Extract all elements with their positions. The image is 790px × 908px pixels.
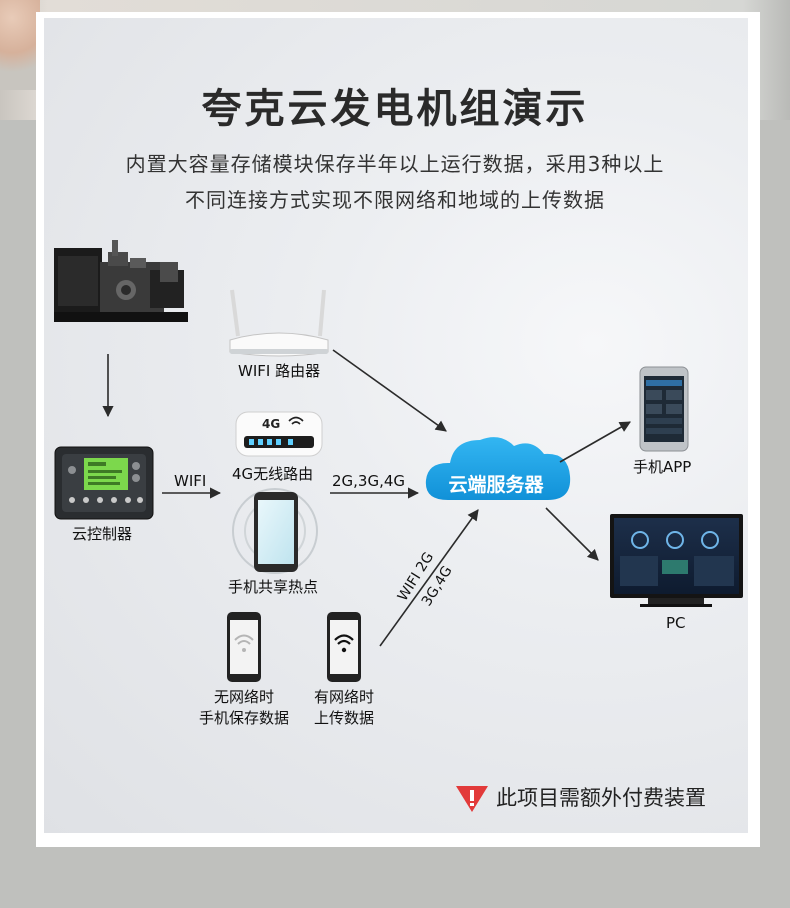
hotspot-phone-image xyxy=(232,488,318,574)
label-with-network-2: 上传数据 xyxy=(313,709,374,727)
mobile-app-phone-image xyxy=(639,366,689,452)
router-4g-badge: 4G xyxy=(262,417,280,431)
background-hand xyxy=(0,0,40,90)
notice: 此项目需额外付费装置 xyxy=(456,780,706,814)
controller-image xyxy=(54,446,154,520)
label-with-network-1: 有网络时 xyxy=(313,688,374,706)
wifi-router-image xyxy=(229,289,329,357)
edge-label-wifi: WIFI xyxy=(174,472,207,490)
page-title: 夸克云发电机组演示 xyxy=(201,86,589,132)
arrow-phone-to-cloud xyxy=(379,509,479,647)
label-no-network-2: 手机保存数据 xyxy=(198,709,289,727)
warning-icon xyxy=(456,786,488,812)
cloud-server-shape xyxy=(425,437,571,500)
label-pc: PC xyxy=(666,614,686,632)
with-network-phone-image xyxy=(327,612,361,682)
label-cloud-server: 云端服务器 xyxy=(448,474,544,496)
label-router-4g: 4G无线路由 xyxy=(232,465,314,483)
label-hotspot: 手机共享热点 xyxy=(228,578,319,596)
notice-icon-spacer xyxy=(456,780,490,814)
generator-image xyxy=(54,240,188,322)
label-mobile-app: 手机APP xyxy=(633,458,692,476)
label-wifi-router: WIFI 路由器 xyxy=(238,362,321,380)
notice-text: 此项目需额外付费装置 xyxy=(496,786,706,810)
label-controller: 云控制器 xyxy=(72,525,133,543)
arrow-cloud-to-pc xyxy=(545,507,599,561)
edge-label-cellular: 2G,3G,4G xyxy=(332,472,406,490)
arrow-cloud-to-app xyxy=(559,421,631,463)
label-no-network-1: 无网络时 xyxy=(213,688,274,706)
subtitle-line-2: 不同连接方式实现不限网络和地域的上传数据 xyxy=(185,188,605,212)
arrow-router-to-cloud xyxy=(332,349,447,432)
pc-monitor-image xyxy=(610,514,743,607)
subtitle-line-1: 内置大容量存储模块保存半年以上运行数据，采用3种以上 xyxy=(125,152,665,176)
no-network-phone-image xyxy=(227,612,261,682)
router-4g-image xyxy=(235,411,323,457)
